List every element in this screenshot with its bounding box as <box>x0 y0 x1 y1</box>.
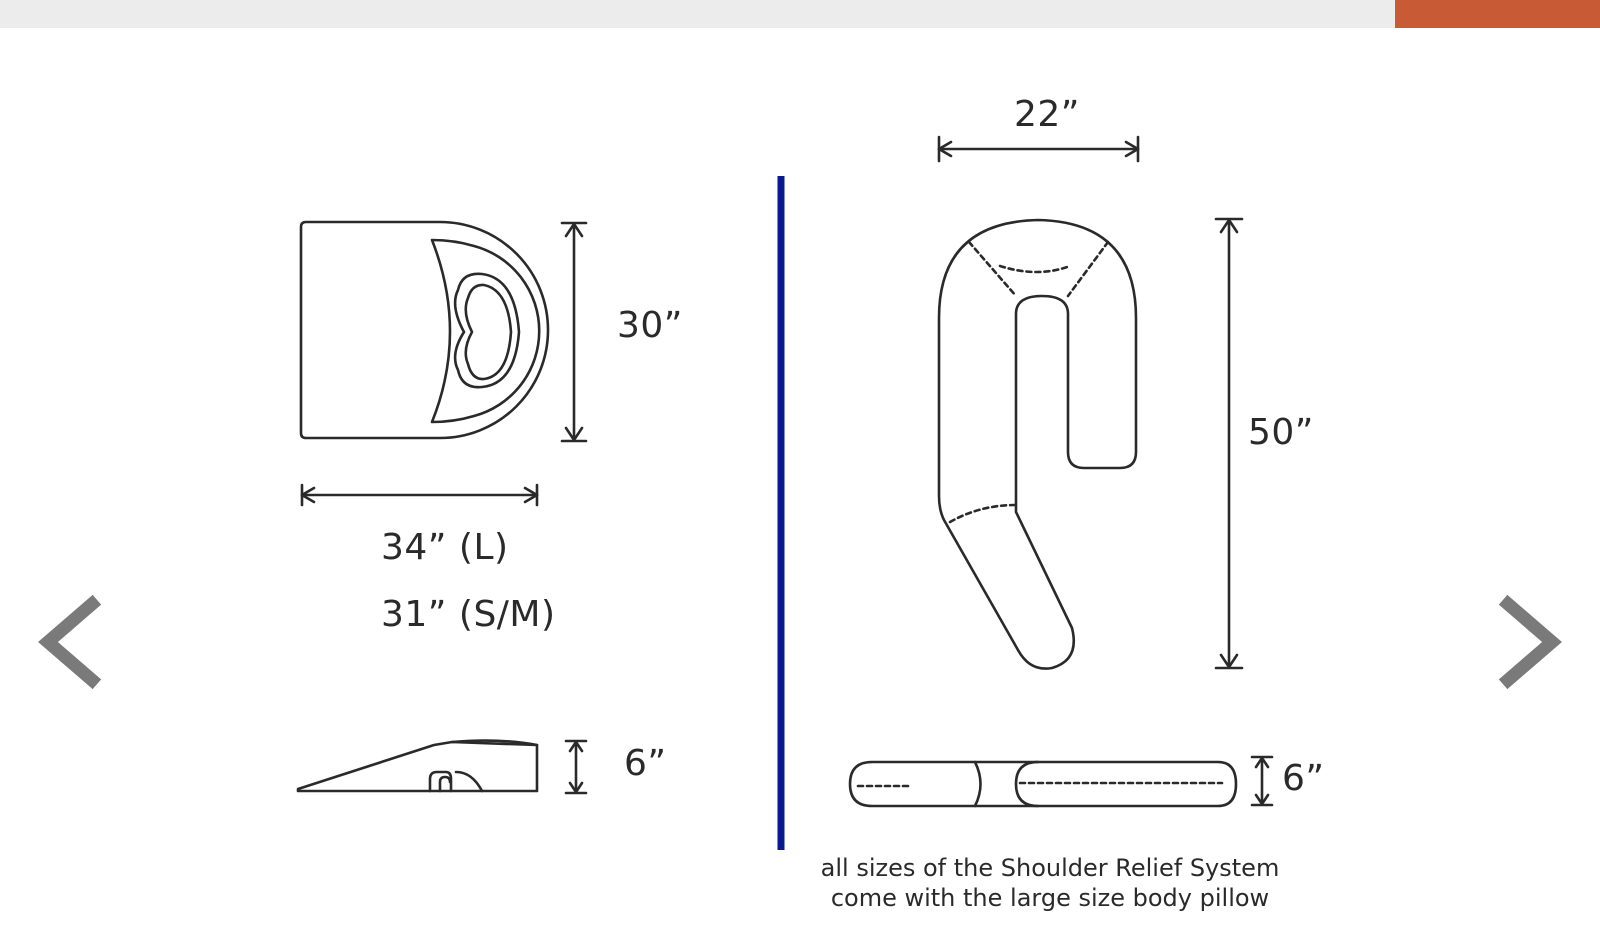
dimension-6-left-arrow <box>564 739 588 795</box>
dimension-50-arrow <box>1214 217 1244 670</box>
prev-slide-button[interactable] <box>30 590 110 700</box>
wedge-length-large-label: 34” (L) <box>381 527 509 568</box>
dimension-34-arrow <box>300 483 539 507</box>
wedge-side-view <box>296 739 539 793</box>
dimension-6-right-arrow <box>1250 755 1274 807</box>
wedge-length-sm-label: 31” (S/M) <box>381 594 556 635</box>
pillow-length-label: 50” <box>1248 412 1314 453</box>
caption-line-1: all sizes of the Shoulder Relief System <box>820 854 1280 882</box>
wedge-width-label: 30” <box>617 305 683 346</box>
body-pillow-top-view <box>937 218 1138 670</box>
caption: all sizes of the Shoulder Relief System … <box>780 853 1320 913</box>
chevron-left-icon <box>38 594 102 690</box>
pillow-width-label: 22” <box>1014 94 1080 135</box>
top-bar <box>0 0 1600 28</box>
chevron-right-icon <box>1498 594 1562 690</box>
accent-tab[interactable] <box>1395 0 1600 28</box>
body-pillow-side-view <box>848 760 1238 808</box>
wedge-top-view <box>299 220 550 440</box>
caption-line-2: come with the large size body pillow <box>830 884 1270 912</box>
dimension-22-arrow <box>937 135 1140 163</box>
dimension-30-arrow <box>560 221 588 443</box>
pillow-height-label: 6” <box>1282 758 1325 799</box>
wedge-height-label: 6” <box>624 743 667 784</box>
next-slide-button[interactable] <box>1490 590 1570 700</box>
